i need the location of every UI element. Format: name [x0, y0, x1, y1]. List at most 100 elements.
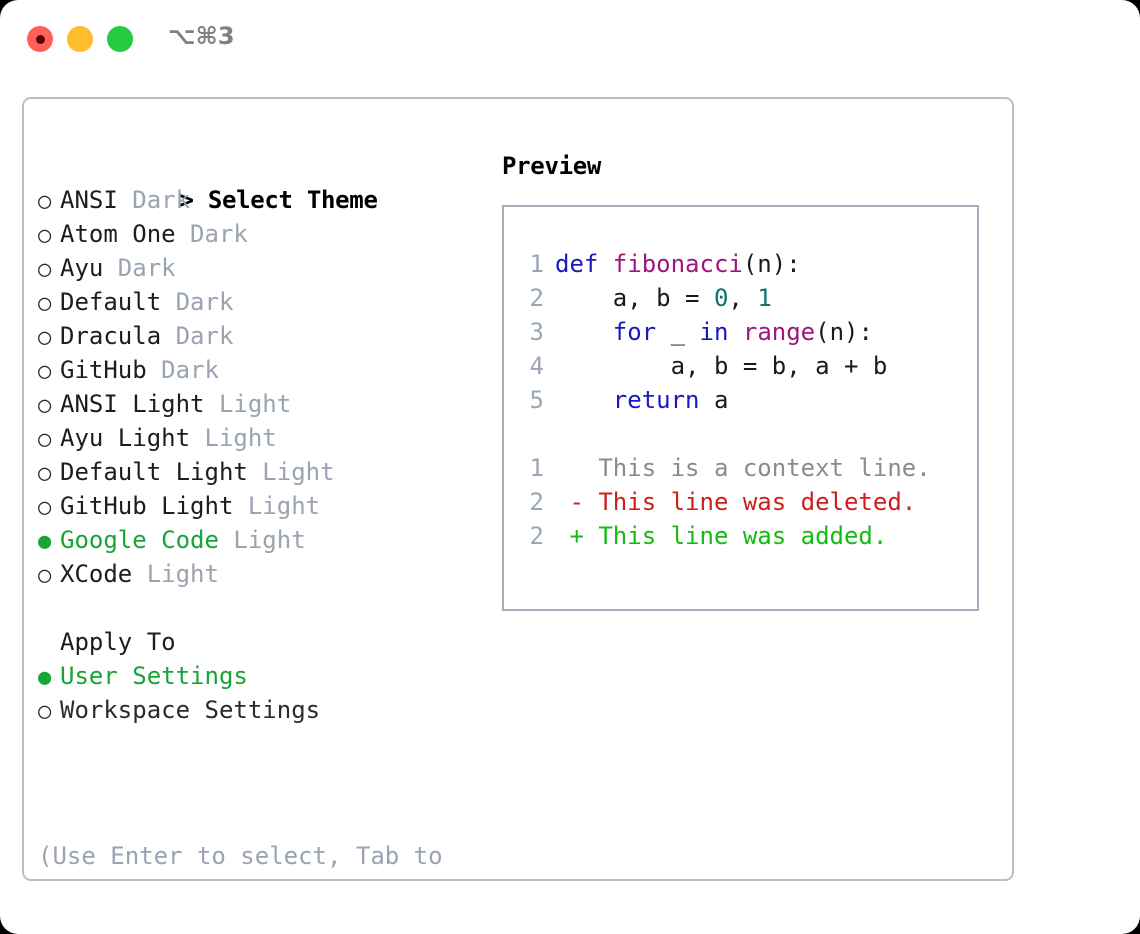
theme-name: ANSI	[60, 186, 118, 214]
theme-list-item[interactable]: ○ Ayu Dark	[38, 251, 488, 285]
theme-list-item[interactable]: ○ANSI Light Light	[38, 387, 488, 421]
code-token: fibonacci	[612, 250, 743, 278]
radio-unselected-icon[interactable]: ○	[38, 699, 52, 724]
radio-unselected-icon[interactable]: ○	[38, 325, 52, 350]
code-token: 1	[757, 284, 772, 312]
keyboard-hint: (Use Enter to select, Tab to change focu…	[38, 771, 448, 934]
line-number: 4	[529, 352, 544, 380]
code-token: This is a context line.	[555, 454, 931, 482]
prompt-caret-icon: >	[179, 186, 194, 214]
line-number: 1	[529, 454, 544, 482]
code-token: (n):	[742, 250, 801, 278]
theme-category: Dark	[161, 322, 234, 350]
theme-list-item[interactable]: ○ GitHub Light Light	[38, 489, 488, 523]
theme-name: Ayu	[60, 254, 104, 282]
theme-name: GitHub Light	[60, 492, 234, 520]
radio-unselected-icon[interactable]: ○	[38, 257, 52, 282]
radio-unselected-icon[interactable]: ○	[38, 359, 52, 384]
line-number: 1	[529, 250, 544, 278]
hint-spacer	[38, 727, 488, 761]
theme-name: Google Code	[60, 526, 219, 554]
code-token: for	[612, 318, 657, 346]
code-token: a, b = b, a + b	[555, 352, 888, 380]
theme-name: Ayu Light	[60, 424, 191, 452]
theme-category: Light	[204, 390, 292, 418]
theme-category: Light	[190, 424, 277, 452]
radio-unselected-icon[interactable]: ○	[38, 223, 52, 248]
code-line: 3 for _ in range(n):	[516, 315, 931, 349]
theme-list-item[interactable]: ○ ANSI Dark	[38, 183, 488, 217]
theme-list: ○ANSI Dark○Atom One Dark○Ayu Dark○Defaul…	[38, 183, 488, 591]
theme-picker-header: > Select Theme	[38, 149, 488, 214]
code-token	[555, 318, 613, 346]
apply-to-option-label: Workspace Settings	[60, 696, 321, 724]
radio-selected-icon[interactable]: ●	[38, 665, 52, 690]
code-token: _	[656, 318, 700, 346]
theme-list-item[interactable]: ○ XCode Light	[38, 557, 488, 591]
code-token: a, b =	[555, 284, 714, 312]
theme-list-item[interactable]: ○ Atom One Dark	[38, 217, 488, 251]
theme-picker-column: > Select Theme ○ANSI Dark○Atom One Dark○…	[38, 149, 488, 934]
theme-name: Atom One	[60, 220, 176, 248]
radio-unselected-icon[interactable]: ○	[38, 427, 52, 452]
line-number: 3	[529, 318, 544, 346]
radio-unselected-icon[interactable]: ○	[38, 189, 52, 214]
theme-category: Dark	[175, 220, 248, 248]
theme-category: Light	[233, 492, 321, 520]
theme-category: Dark	[103, 254, 176, 282]
code-token	[728, 318, 742, 346]
theme-category: Dark	[146, 356, 219, 384]
main-panel: > Select Theme ○ANSI Dark○Atom One Dark○…	[22, 97, 1014, 881]
keyboard-shortcut-label: ⌥⌘3	[168, 22, 235, 50]
theme-category: Dark	[117, 186, 191, 214]
radio-selected-icon[interactable]: ●	[38, 529, 52, 554]
theme-list-item[interactable]: ○ Default Light Light	[38, 455, 488, 489]
line-number: 2	[529, 522, 544, 550]
code-token: (n):	[815, 318, 873, 346]
line-number: 5	[529, 386, 544, 414]
minimize-button[interactable]	[67, 26, 93, 52]
apply-to-option[interactable]: ● User Settings	[38, 659, 488, 693]
theme-list-item[interactable]: ○GitHub Dark	[38, 353, 488, 387]
code-token: + This line was added.	[555, 522, 888, 550]
theme-category: Light	[247, 458, 335, 486]
keyboard-hint-line-1: (Use Enter to select, Tab to	[38, 842, 443, 870]
radio-unselected-icon[interactable]: ○	[38, 495, 52, 520]
code-token: range	[742, 318, 816, 346]
apply-to-option-label: User Settings	[60, 662, 248, 690]
radio-unselected-icon[interactable]: ○	[38, 461, 52, 486]
theme-name: Default Light	[60, 458, 248, 486]
code-token: a	[699, 386, 729, 414]
theme-name: Dracula	[60, 322, 162, 350]
theme-list-item[interactable]: ○Default Dark	[38, 285, 488, 319]
title-bar: ⌥⌘3	[0, 0, 1140, 78]
theme-picker-title: Select Theme	[207, 186, 378, 214]
maximize-button[interactable]	[107, 26, 133, 52]
code-token: ,	[728, 284, 758, 312]
code-token: 0	[713, 284, 729, 312]
theme-category: Light	[218, 526, 306, 554]
apply-to-options: ● User Settings ○ Workspace Settings	[38, 659, 488, 727]
line-number: 2	[529, 284, 544, 312]
apply-to-option[interactable]: ○ Workspace Settings	[38, 693, 488, 727]
code-token: - This line was deleted.	[555, 488, 917, 516]
radio-unselected-icon[interactable]: ○	[38, 291, 52, 316]
code-line: 5 return a	[516, 383, 931, 417]
theme-name: XCode	[60, 560, 133, 588]
theme-category: Light	[132, 560, 219, 588]
theme-list-item[interactable]: ○ Ayu Light Light	[38, 421, 488, 455]
theme-category: Dark	[161, 288, 234, 316]
code-line: 2 a, b = 0, 1	[516, 281, 931, 315]
radio-unselected-icon[interactable]: ○	[38, 563, 52, 588]
close-button[interactable]	[27, 26, 53, 52]
radio-unselected-icon[interactable]: ○	[38, 393, 52, 418]
theme-list-item[interactable]: ● Google Code Light	[38, 523, 488, 557]
code-line: 2 - This line was deleted.	[516, 485, 931, 519]
theme-list-item[interactable]: ○ Dracula Dark	[38, 319, 488, 353]
code-line: 4 a, b = b, a + b	[516, 349, 931, 383]
